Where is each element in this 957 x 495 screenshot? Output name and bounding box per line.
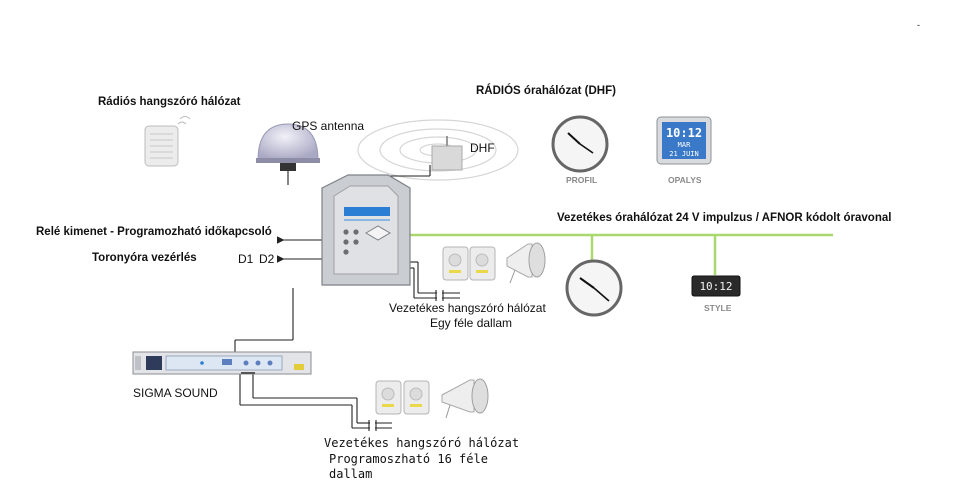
opalys-clock-icon bbox=[656, 116, 712, 165]
style-label: STYLE bbox=[704, 303, 732, 313]
wired-speaker-2-subtitle-a: Programoszható 16 féle bbox=[329, 452, 488, 466]
d1-label: D1 bbox=[238, 252, 254, 266]
style-time: 10:12 bbox=[699, 280, 732, 293]
tower-clock-control-label: Toronyóra vezérlés bbox=[92, 252, 197, 264]
d2-label: D2 bbox=[259, 252, 275, 266]
horn-speaker-1-icon bbox=[506, 242, 546, 284]
horn-speaker-2-icon bbox=[441, 378, 489, 419]
profil-clock-icon bbox=[551, 115, 609, 173]
profil-label: PROFIL bbox=[566, 175, 597, 185]
opalys-date: 21 JUIN bbox=[669, 150, 699, 158]
opalys-date-day: MAR bbox=[678, 141, 691, 149]
gps-antenna-icon bbox=[256, 123, 320, 171]
sigma-sound-label: SIGMA SOUND bbox=[133, 386, 218, 400]
relay-output-label: Relé kimenet - Programozható időkapcsoló bbox=[36, 226, 272, 238]
wired-clock-network-label: Vezetékes órahálózat 24 V impulzus / AFN… bbox=[557, 212, 892, 224]
opalys-time: 10:12 bbox=[666, 126, 702, 140]
speaker-pair-2-icon bbox=[375, 380, 430, 415]
opalys-label: OPALYS bbox=[668, 175, 702, 185]
gps-antenna-label: GPS antenna bbox=[292, 119, 365, 133]
wired-speaker-2-title: Vezetékes hangszóró hálózat bbox=[324, 436, 520, 450]
wired-speaker-1-title: Vezetékes hangszóró hálózat bbox=[389, 301, 546, 315]
radio-speaker-network-label: Rádiós hangszóró hálózat bbox=[98, 96, 241, 108]
time-server-device bbox=[321, 174, 411, 286]
radio-speaker-icon bbox=[144, 116, 191, 167]
style-clock-icon bbox=[691, 275, 741, 297]
wired-clock-icon bbox=[565, 259, 623, 317]
speaker-pair-1-icon bbox=[442, 246, 496, 281]
wired-speaker-2-subtitle-b: dallam bbox=[329, 467, 373, 481]
corner-mark: - bbox=[917, 20, 920, 30]
dhf-transmitter-icon bbox=[431, 136, 463, 171]
wired-speaker-1-subtitle: Egy féle dallam bbox=[430, 316, 513, 330]
dhf-label: DHF bbox=[470, 141, 495, 155]
sigma-sound-device bbox=[132, 351, 312, 375]
radio-clock-network-label: RÁDIÓS órahálózat (DHF) bbox=[476, 85, 616, 97]
wired-clock-line bbox=[408, 233, 833, 275]
cables bbox=[234, 165, 460, 431]
